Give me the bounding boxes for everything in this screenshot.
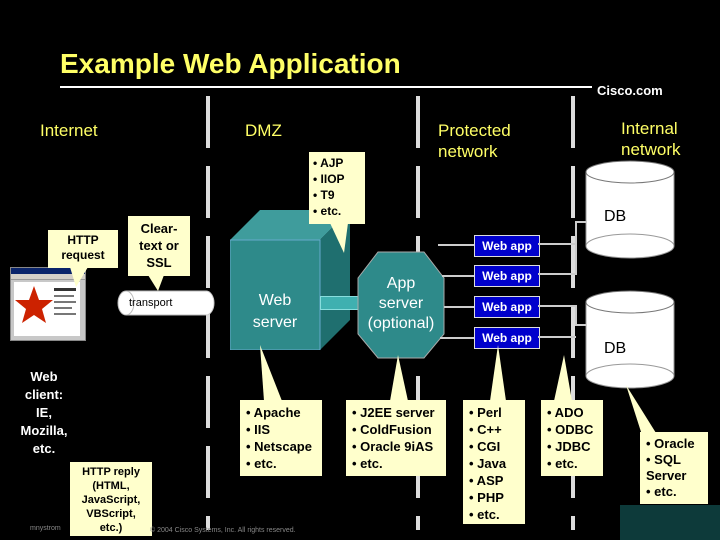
web-app-link-2: [442, 275, 474, 277]
web-server-list-pointer: [260, 345, 282, 401]
page-title: Example Web Application: [60, 48, 401, 79]
transport-label: transport: [129, 297, 173, 309]
languages-list: • Perl • C++ • CGI • Java • ASP • PHP • …: [463, 400, 525, 524]
app-server-list-pointer: [390, 355, 408, 401]
web-app-box-2: Web app: [474, 265, 540, 287]
browser-window-icon: [10, 267, 86, 341]
zone-dmz: DMZ: [245, 121, 282, 140]
http-reply-callout: HTTP reply (HTML, JavaScript, VBScript, …: [70, 462, 152, 536]
browser-toolbar: [11, 274, 85, 280]
cisco-brand[interactable]: Cisco.com: [597, 83, 663, 98]
http-request-callout: HTTP request: [48, 230, 118, 268]
web-client-label: Web client: IE, Mozilla, etc.: [20, 369, 68, 456]
databases-list: • Oracle • SQL Server • etc.: [640, 432, 708, 504]
web-app-link-4: [440, 337, 474, 339]
databases-list-pointer: [626, 385, 656, 435]
cleartext-pointer: [148, 275, 164, 291]
web-server-box: [230, 210, 350, 350]
cleartext-callout: Clear- text or SSL: [128, 216, 190, 276]
browser-content: [14, 282, 80, 336]
db-access-list: • ADO • ODBC • JDBC • etc.: [541, 400, 603, 476]
zone-internal: Internal network: [621, 119, 681, 159]
database-icon-2: [585, 290, 675, 389]
title-underline: [60, 86, 592, 88]
app-server-list: • J2EE server • ColdFusion • Oracle 9iAS…: [346, 400, 446, 476]
languages-list-pointer: [490, 345, 506, 401]
web-app-link-3: [444, 306, 474, 308]
web-server-label: Web server: [252, 292, 298, 331]
http-request-pointer: [70, 267, 88, 287]
web-server-list: • Apache • IIS • Netscape • etc.: [240, 400, 322, 476]
web-app-link-1: [438, 244, 474, 246]
database-label-1: DB: [604, 208, 627, 225]
footer-copyright: © 2004 Cisco Systems, Inc. All rights re…: [150, 527, 296, 534]
corner-decoration: [620, 505, 720, 540]
zone-protected: Protected network: [438, 121, 511, 161]
footer-author: mnystrom: [30, 525, 61, 532]
protocols-pointer: [330, 223, 348, 253]
db-connectors: [538, 221, 586, 338]
browser-titlebar: [11, 268, 85, 274]
database-icon-1: [585, 160, 675, 259]
mozilla-star-icon: [15, 286, 76, 323]
app-server-label: App server (optional): [367, 275, 435, 332]
web-app-box-3: Web app: [474, 296, 540, 318]
zone-internet: Internet: [40, 121, 98, 140]
web-app-box-4: Web app: [474, 327, 540, 349]
protocols-callout: • AJP • IIOP • T9 • etc.: [309, 152, 365, 224]
database-label-2: DB: [604, 340, 627, 357]
transport-pipe: [117, 290, 215, 316]
web-app-box-1: Web app: [474, 235, 540, 257]
db-access-list-pointer: [554, 355, 572, 401]
app-server-shape: [357, 251, 445, 359]
